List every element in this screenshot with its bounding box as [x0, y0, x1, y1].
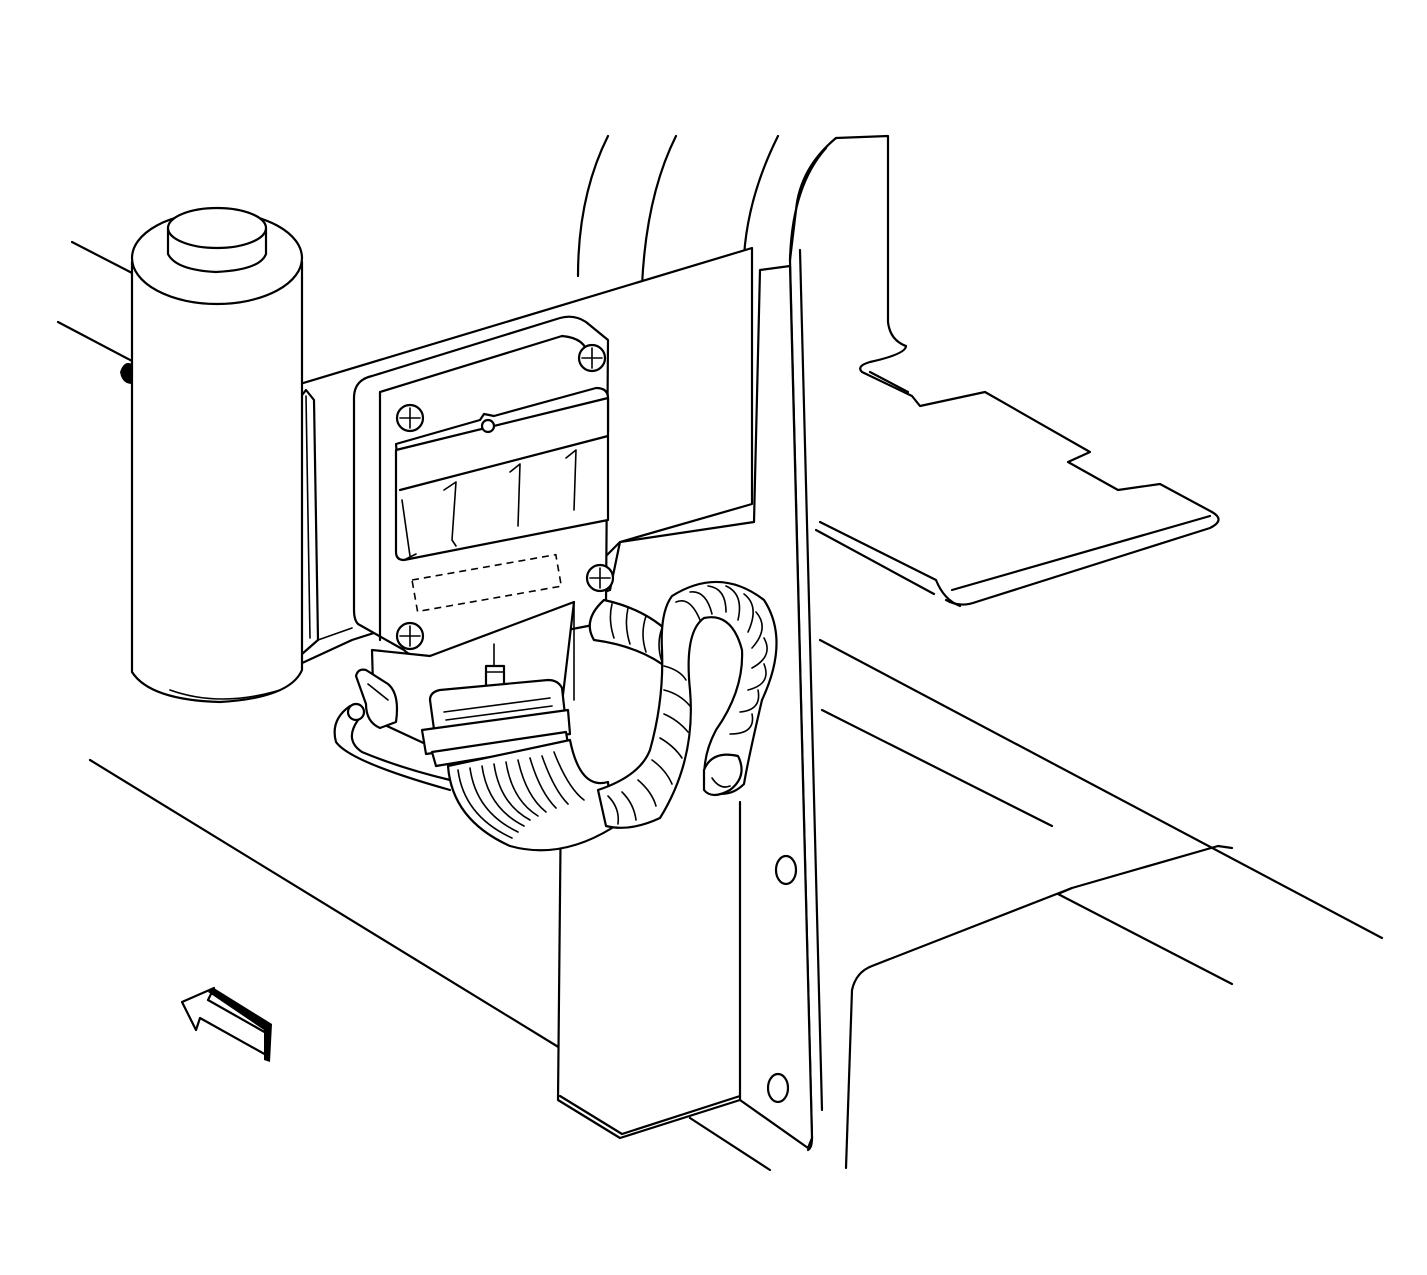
control-module: [352, 315, 615, 659]
module-bolt-top-left: [395, 403, 425, 433]
wiring-harness-connector: [420, 678, 572, 768]
module-bolt-bottom-left: [395, 621, 425, 651]
wire-bundle: [446, 738, 614, 852]
cylindrical-canister: [120, 206, 304, 704]
ground-clip: [333, 668, 452, 792]
module-bolt-bottom-right: [585, 563, 615, 593]
wrapped-wiring-harness: [588, 580, 778, 829]
floor-panel-lines: [56, 240, 1384, 1172]
rear-tray-shelf: [814, 134, 1220, 608]
module-bolt-top-right: [577, 343, 607, 373]
front-direction-arrow-icon: [180, 986, 272, 1062]
